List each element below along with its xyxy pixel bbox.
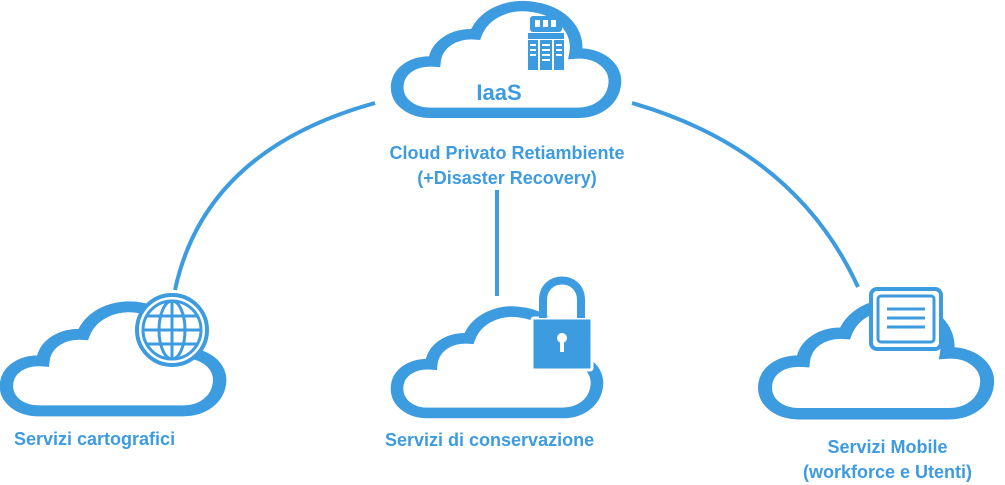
central-title-line1: Cloud Privato Retiambiente <box>389 143 625 163</box>
node-label-cartografici: Servizi cartografici <box>14 429 176 449</box>
node-label-mobile-line1: Servizi Mobile <box>827 437 948 457</box>
node-label-mobile-line2: (workforce e Utenti) <box>802 462 973 482</box>
node-label-mobile: Servizi Mobile (workforce e Utenti) <box>770 435 1005 485</box>
server-icon <box>528 16 564 70</box>
iaas-badge: IaaS <box>476 80 522 105</box>
node-label-conservazione: Servizi di conservazione <box>385 430 595 450</box>
central-title: Cloud Privato Retiambiente (+Disaster Re… <box>352 141 662 191</box>
globe-icon <box>135 293 209 367</box>
connector-left <box>173 101 376 291</box>
central-title-line2: (+Disaster Recovery) <box>417 168 597 188</box>
lock-icon <box>530 276 594 372</box>
document-icon <box>869 287 943 351</box>
connector-right <box>631 101 860 288</box>
